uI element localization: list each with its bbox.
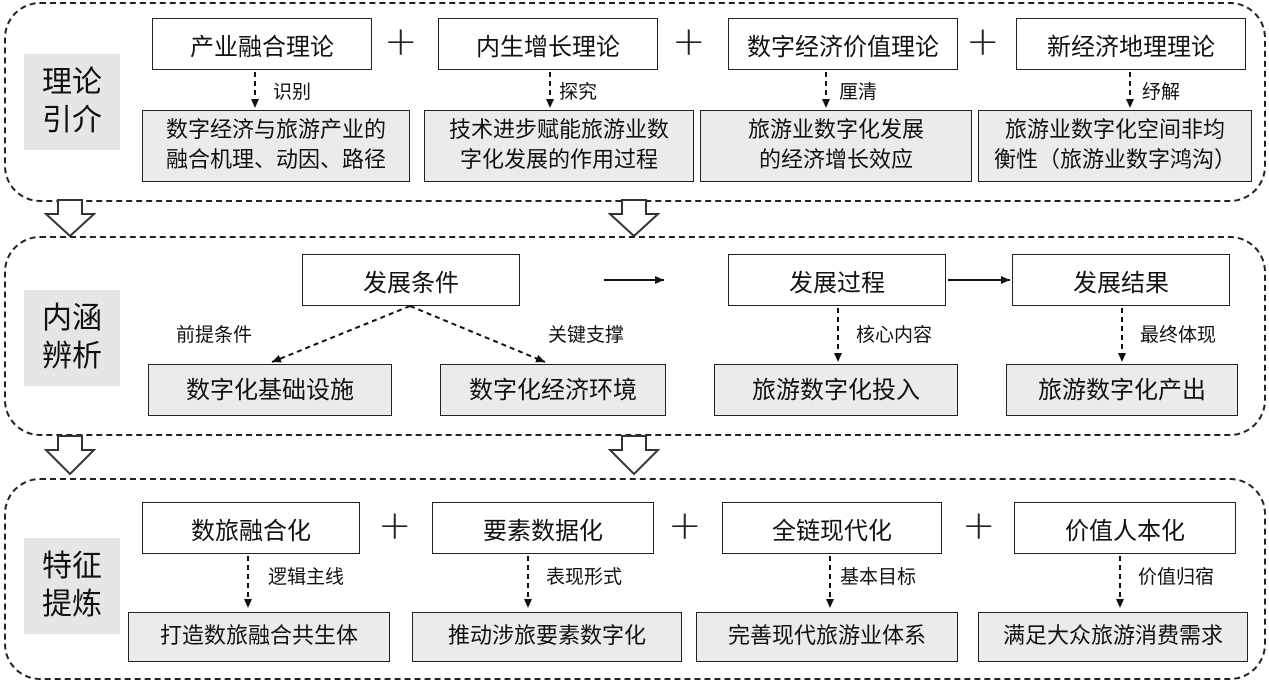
feature-panel [4,478,1266,680]
theory-box-digital-economy-value: 数字经济价值理论 [728,18,958,70]
block-arrow [43,199,97,238]
outcome-box-symbiosis: 打造数旅融合共生体 [128,612,390,662]
feature-box-modernization: 全链现代化 [722,502,942,554]
premise-label: 前提条件 [176,324,253,346]
plus-sign: + [966,19,1000,65]
plus-sign: + [672,19,706,65]
connector-label: 表现形式 [546,566,623,588]
core-label: 核心内容 [856,324,933,346]
support-label: 关键支撑 [548,324,625,346]
development-process-box: 发展过程 [728,254,946,306]
infrastructure-box: 数字化基础设施 [148,364,392,416]
digital-input-box: 旅游数字化投入 [714,364,958,416]
outcome-box-growth-effect: 旅游业数字化发展 的经济增长效应 [700,110,972,182]
connector-label: 基本目标 [840,566,917,588]
outcome-box-element-digitalization: 推动涉旅要素数字化 [412,612,682,662]
development-result-box: 发展结果 [1012,254,1230,306]
connector-label: 纾解 [1142,81,1181,103]
feature-box-datafication: 要素数据化 [432,502,654,554]
final-label: 最终体现 [1140,324,1217,346]
connector-label: 探究 [559,81,598,103]
digital-output-box: 旅游数字化产出 [1006,364,1238,416]
section-label-theory: 理论 引介 [24,54,120,150]
block-arrow [607,199,661,238]
development-condition-box: 发展条件 [302,254,520,306]
dashed-arrow [271,305,411,363]
dashed-arrow [409,305,546,363]
economic-environment-box: 数字化经济环境 [440,364,666,416]
theory-box-endogenous-growth: 内生增长理论 [438,18,658,70]
plus-sign: + [378,503,412,549]
plus-sign: + [384,19,418,65]
plus-sign: + [962,503,996,549]
block-arrow [43,435,97,476]
connector-label: 厘清 [839,81,878,103]
connector-label: 逻辑主线 [268,566,345,588]
plus-sign: + [668,503,702,549]
outcome-box-modern-system: 完善现代旅游业体系 [696,612,958,662]
outcome-box-consumer-demand: 满足大众旅游消费需求 [978,612,1248,662]
theory-box-new-economic-geography: 新经济地理理论 [1016,18,1246,70]
outcome-box-spatial-imbalance: 旅游业数字化空间非均 衡性（旅游业数字鸿沟） [978,110,1252,182]
block-arrow [607,435,661,476]
feature-box-integration: 数旅融合化 [142,502,360,554]
feature-box-people-oriented: 价值人本化 [1014,502,1236,554]
theory-box-industrial-convergence: 产业融合理论 [152,18,372,70]
connector-label: 价值归宿 [1138,566,1215,588]
section-label-connotation: 内涵 辨析 [24,290,120,386]
outcome-box-convergence-mechanism: 数字经济与旅游产业的 融合机理、动因、路径 [142,110,410,182]
section-label-feature: 特征 提炼 [24,538,120,634]
connector-label: 识别 [273,81,312,103]
outcome-box-tech-empowerment: 技术进步赋能旅游业数 字化发展的作用过程 [424,110,694,182]
